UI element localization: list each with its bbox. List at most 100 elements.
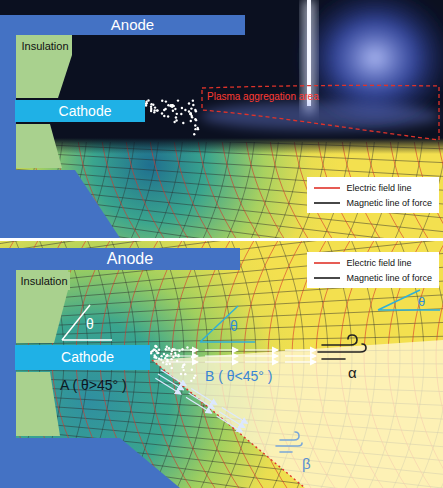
plasma-column (307, 0, 311, 106)
cathode-electrode: Cathode (15, 100, 145, 122)
legend-text: Electric field line (346, 183, 411, 193)
angle-lines (200, 306, 255, 342)
particle-dot (168, 347, 170, 349)
flow-arrows (155, 350, 316, 432)
magnetic-line (153, 142, 184, 238)
anode-shape (0, 248, 240, 488)
cathode-electrode: Cathode (15, 345, 150, 370)
flow-arrow (155, 378, 181, 394)
particle-dot (189, 113, 191, 115)
particle-dot (177, 99, 179, 101)
angle-lines (378, 290, 440, 310)
angle-symbol: θ (230, 318, 238, 334)
anode-shape (0, 15, 245, 238)
insulation-shape (16, 124, 62, 168)
flow-arrow (165, 349, 198, 350)
electric-line (221, 142, 264, 238)
particle-dot (173, 121, 175, 123)
insulation-shape (16, 35, 72, 98)
plasma-outline-path (202, 85, 439, 140)
particle-dot (169, 363, 171, 365)
legend-sample (314, 199, 340, 207)
magnetic-line (201, 142, 232, 238)
electric-line (149, 142, 192, 238)
particle-dot (167, 104, 169, 106)
flow-arrow (285, 355, 316, 356)
particle-dot (171, 104, 173, 106)
field-lines (0, 241, 443, 488)
particle-dot (193, 133, 195, 135)
particle-dot (194, 128, 196, 130)
particle-dot (160, 358, 162, 360)
legend-row: Electric field line (314, 180, 432, 195)
legend-box: Electric field lineMagnetic line of forc… (307, 252, 439, 288)
particle-dot (175, 119, 177, 121)
angle-symbol: θ (86, 316, 94, 332)
flow-symbol: α (348, 364, 357, 381)
angle-symbol: θ (418, 295, 425, 310)
flow-arrow (217, 416, 243, 432)
flow-arrow (205, 361, 238, 362)
anode-electrode: Anode (0, 248, 240, 270)
particle-dot (170, 353, 172, 355)
particle-dot (194, 124, 196, 126)
particle-dot (145, 104, 147, 106)
insulation-block: Insulation (16, 37, 72, 55)
flow-arrow (285, 361, 316, 362)
node-text: Insulation (21, 40, 68, 53)
region-boundary (152, 360, 305, 488)
legend-text: Magnetic line of force (346, 198, 432, 208)
particle-dot (184, 373, 186, 375)
wind-stroke (322, 358, 345, 360)
plasma-plume (200, 102, 440, 130)
particle-dot (156, 109, 158, 111)
particle-dot (175, 116, 177, 118)
particle-dot (186, 346, 188, 348)
particle-dot (157, 352, 159, 354)
magnetic-line (0, 308, 443, 328)
particle-dot (194, 118, 196, 120)
particle-dot (150, 106, 152, 108)
particle-dot (194, 109, 196, 111)
node-text: Plasma aggregation area (207, 91, 319, 103)
electric-line (173, 142, 216, 238)
legend-sample (314, 259, 340, 267)
particle-dot (190, 113, 192, 115)
magnetic-line (0, 294, 443, 320)
particle-dot (158, 358, 160, 360)
particle-dot (180, 113, 182, 115)
particle-dot (195, 119, 197, 121)
particle-dot (183, 363, 185, 365)
legend-box: Electric field lineMagnetic line of forc… (307, 177, 439, 213)
particle-dot (194, 374, 196, 376)
particle-dot (192, 104, 194, 106)
particle-dot (165, 363, 167, 365)
angle-marker (62, 290, 440, 342)
wind-symbol (276, 432, 302, 452)
node-text: Cathode (59, 103, 112, 119)
legend-line (314, 202, 340, 204)
wind-stroke (322, 335, 357, 345)
particle-dot (190, 120, 192, 122)
legend-row: Electric field line (314, 255, 432, 270)
particle-dot (176, 113, 178, 115)
particle-dot (182, 369, 184, 371)
particle-dot (171, 104, 173, 106)
particle-dot (196, 127, 198, 129)
electric-line (245, 142, 288, 238)
magnetic-line (273, 142, 304, 238)
particle-dot (161, 100, 163, 102)
particle-dot (191, 369, 193, 371)
particle-dot (166, 346, 168, 348)
flow-arrow (205, 355, 238, 356)
particle-dot (167, 115, 169, 117)
electric-line (269, 142, 312, 238)
anode-electrode: Anode (0, 15, 245, 35)
particle-dot (158, 348, 160, 350)
magnetic-line (129, 142, 160, 238)
particle-dot (182, 122, 184, 124)
wind-symbol (318, 335, 366, 359)
particle-dot (190, 380, 192, 382)
legend-row: Magnetic line of force (314, 195, 432, 210)
